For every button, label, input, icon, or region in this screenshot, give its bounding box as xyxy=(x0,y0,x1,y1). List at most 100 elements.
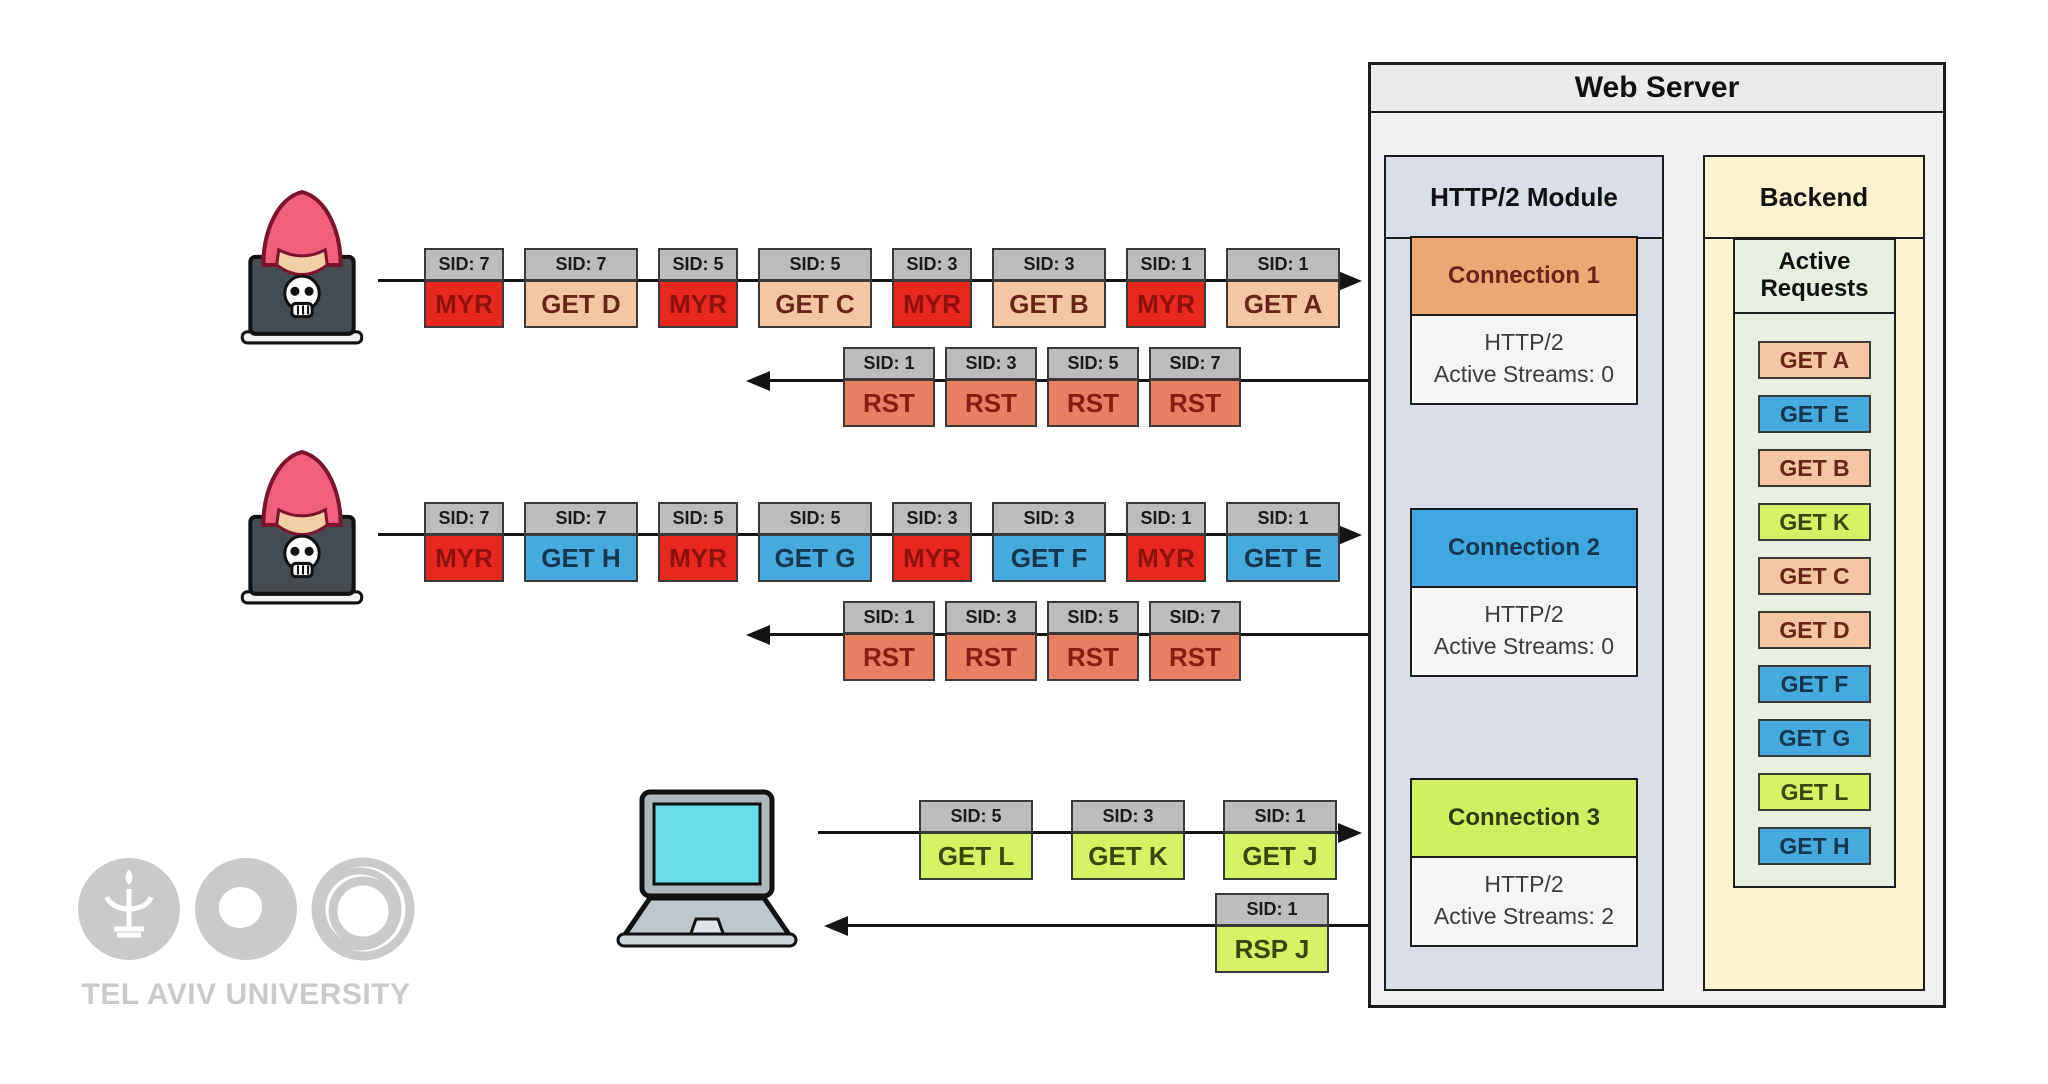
connection-1-box: Connection 1 HTTP/2 Active Streams: 0 xyxy=(1410,236,1638,406)
connection-3-status: HTTP/2 Active Streams: 2 xyxy=(1412,858,1636,946)
hacker-skull-icon xyxy=(240,449,364,605)
frame-label: MYR xyxy=(658,280,738,328)
frame-label: GET A xyxy=(1226,280,1340,328)
frame-label: MYR xyxy=(892,534,972,582)
frame-label: GET E xyxy=(1226,534,1340,582)
stream-id-label: SID: 5 xyxy=(1047,347,1139,380)
active-requests-title: Active Requests xyxy=(1735,240,1894,314)
frame-label: GET D xyxy=(524,280,638,328)
stream-id-label: SID: 5 xyxy=(758,502,872,535)
attacker1-icon xyxy=(236,186,368,348)
hacker-skull-icon xyxy=(240,189,364,345)
connection-protocol: HTTP/2 xyxy=(1484,601,1564,627)
active-request-get-f: GET F xyxy=(1758,665,1871,703)
stream-id-label: SID: 5 xyxy=(919,800,1033,833)
stream-id-label: SID: 3 xyxy=(945,601,1037,634)
stream-id-label: SID: 5 xyxy=(658,502,738,535)
stream-id-label: SID: 7 xyxy=(524,502,638,535)
connection-active-streams: Active Streams: 0 xyxy=(1433,360,1615,387)
frame-label: RST xyxy=(945,379,1037,427)
connection-2-header: Connection 2 xyxy=(1412,510,1636,588)
frame-label: GET L xyxy=(919,832,1033,880)
frame-label: MYR xyxy=(892,280,972,328)
frame-label: GET K xyxy=(1071,832,1185,880)
connection-active-streams: Active Streams: 0 xyxy=(1433,632,1615,659)
connection-protocol: HTTP/2 xyxy=(1484,871,1564,897)
frame-label: MYR xyxy=(1126,280,1206,328)
stream-id-label: SID: 3 xyxy=(945,347,1037,380)
web-server-title: Web Server xyxy=(1371,65,1943,113)
connection-1-header: Connection 1 xyxy=(1412,238,1636,316)
connection-3-box: Connection 3 HTTP/2 Active Streams: 2 xyxy=(1410,778,1638,948)
connection-3-header: Connection 3 xyxy=(1412,780,1636,858)
stream-id-label: SID: 5 xyxy=(758,248,872,281)
stream-id-label: SID: 5 xyxy=(1047,601,1139,634)
connection-protocol: HTTP/2 xyxy=(1484,329,1564,355)
connection-active-streams: Active Streams: 2 xyxy=(1433,902,1615,929)
frame-label: RST xyxy=(843,379,935,427)
stream-id-label: SID: 1 xyxy=(843,347,935,380)
stream-id-label: SID: 1 xyxy=(1226,248,1340,281)
arrowhead-left-icon xyxy=(824,916,848,936)
stream-id-label: SID: 1 xyxy=(1126,248,1206,281)
active-request-get-a: GET A xyxy=(1758,341,1871,379)
client-laptop-icon xyxy=(612,786,802,951)
laptop-icon xyxy=(616,789,798,948)
arrowhead-right-icon xyxy=(1338,271,1362,291)
tau-logo-circles-icon xyxy=(78,857,415,961)
active-request-get-d: GET D xyxy=(1758,611,1871,649)
stream-id-label: SID: 3 xyxy=(992,248,1106,281)
active-request-get-c: GET C xyxy=(1758,557,1871,595)
stream-id-label: SID: 1 xyxy=(1223,800,1337,833)
frame-label: RST xyxy=(843,633,935,681)
frame-label: GET C xyxy=(758,280,872,328)
arrowhead-left-icon xyxy=(746,625,770,645)
stream-id-label: SID: 7 xyxy=(1149,601,1241,634)
arrowhead-right-icon xyxy=(1338,823,1362,843)
connection-2-box: Connection 2 HTTP/2 Active Streams: 0 xyxy=(1410,508,1638,678)
attacker2-icon xyxy=(236,446,368,608)
active-request-get-b: GET B xyxy=(1758,449,1871,487)
web-server-box: Web Server HTTP/2 Module Connection 1 HT… xyxy=(1368,62,1946,1008)
active-request-get-l: GET L xyxy=(1758,773,1871,811)
stream-id-label: SID: 7 xyxy=(424,502,504,535)
stream-id-label: SID: 1 xyxy=(1226,502,1340,535)
http2-module-panel: HTTP/2 Module Connection 1 HTTP/2 Active… xyxy=(1384,155,1664,991)
stream-id-label: SID: 1 xyxy=(1126,502,1206,535)
frame-label: MYR xyxy=(658,534,738,582)
active-request-get-k: GET K xyxy=(1758,503,1871,541)
frame-label: RST xyxy=(1047,379,1139,427)
frame-label: RSP J xyxy=(1215,925,1329,973)
stream-id-label: SID: 7 xyxy=(1149,347,1241,380)
stream-id-label: SID: 3 xyxy=(1071,800,1185,833)
stream-id-label: SID: 1 xyxy=(843,601,935,634)
frame-label: GET B xyxy=(992,280,1106,328)
frame-label: GET G xyxy=(758,534,872,582)
frame-label: MYR xyxy=(424,280,504,328)
frame-label: RST xyxy=(1047,633,1139,681)
